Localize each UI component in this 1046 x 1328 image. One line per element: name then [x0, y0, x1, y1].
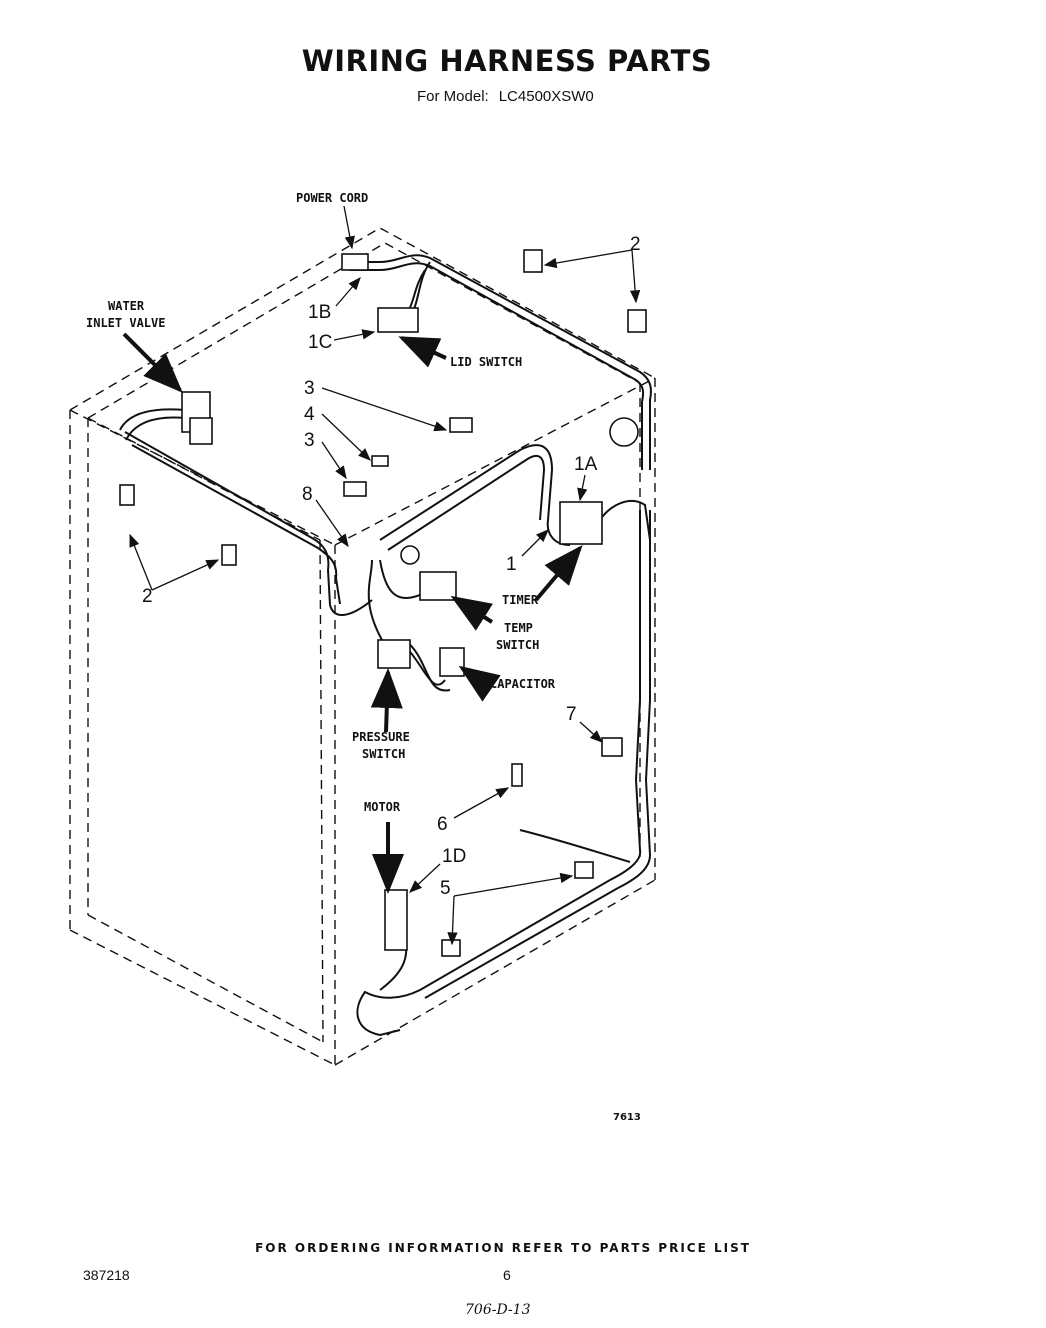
- pressure-switch-body: [377, 639, 411, 669]
- label-timer: TIMER: [502, 593, 539, 607]
- clip-5-a: [574, 861, 594, 879]
- water-inlet-valve-terminal: [189, 417, 213, 445]
- cabinet-outline: [69, 227, 656, 1066]
- callout-2-top: 2: [630, 234, 641, 255]
- label-pressure-line2: SWITCH: [362, 747, 405, 761]
- callout-2-left: 2: [142, 586, 153, 607]
- label-lid-switch: LID SWITCH: [450, 355, 522, 369]
- model-line: For Model: LC4500XSW0: [417, 88, 594, 105]
- screw-6: [511, 763, 523, 787]
- page-title: WIRING HARNESS PARTS: [301, 44, 713, 78]
- clip-2-left-a: [119, 484, 135, 506]
- label-water-line1: WATER: [108, 299, 145, 313]
- callout-8: 8: [302, 484, 313, 505]
- callout-1: 1: [506, 554, 517, 575]
- ordering-info: FOR ORDERING INFORMATION REFER TO PARTS …: [255, 1241, 751, 1255]
- callout-3-b: 3: [304, 430, 315, 451]
- harness-grommet: [400, 545, 420, 565]
- clip-3-b: [343, 481, 367, 497]
- clip-3-a: [449, 417, 473, 433]
- label-motor: MOTOR: [364, 800, 401, 814]
- part-number: 387218: [83, 1267, 130, 1283]
- timer-connector: [559, 501, 603, 545]
- callout-4: 4: [304, 404, 315, 425]
- label-temp-line2: SWITCH: [496, 638, 539, 652]
- capacitor-body: [439, 647, 465, 677]
- label-power-cord: POWER CORD: [296, 191, 368, 205]
- callout-7: 7: [566, 704, 577, 725]
- label-water-line2: INLET VALVE: [86, 316, 165, 330]
- clip-5-b: [441, 939, 461, 957]
- callout-1a: 1A: [574, 454, 598, 475]
- screw-4: [371, 455, 389, 467]
- model-number: LC4500XSW0: [498, 88, 594, 105]
- clip-2-top-a: [523, 249, 543, 273]
- clip-7: [601, 737, 623, 757]
- handwritten-note: 706-D-13: [465, 1302, 531, 1318]
- cabinet-grommet: [609, 417, 639, 447]
- callout-1d: 1D: [442, 846, 466, 867]
- callout-1c: 1C: [308, 332, 332, 353]
- page-number: 6: [503, 1267, 511, 1283]
- callout-5: 5: [440, 878, 451, 899]
- clip-2-top-b: [627, 309, 647, 333]
- clip-2-left-b: [221, 544, 237, 566]
- callout-6: 6: [437, 814, 448, 835]
- power-cord-plug: [341, 253, 369, 271]
- label-temp-line1: TEMP: [504, 621, 533, 635]
- temp-switch-body: [419, 571, 457, 601]
- lid-switch-body: [377, 307, 419, 333]
- label-pressure-line1: PRESSURE: [352, 730, 410, 744]
- motor-connector: [384, 889, 408, 951]
- callout-3-a: 3: [304, 378, 315, 399]
- drawing-number: 7613: [613, 1112, 641, 1123]
- leader-lines: [122, 205, 641, 946]
- callout-1b: 1B: [308, 302, 331, 323]
- model-prefix: For Model:: [417, 88, 489, 105]
- label-capacitor: CAPACITOR: [490, 677, 556, 691]
- components: [119, 249, 647, 957]
